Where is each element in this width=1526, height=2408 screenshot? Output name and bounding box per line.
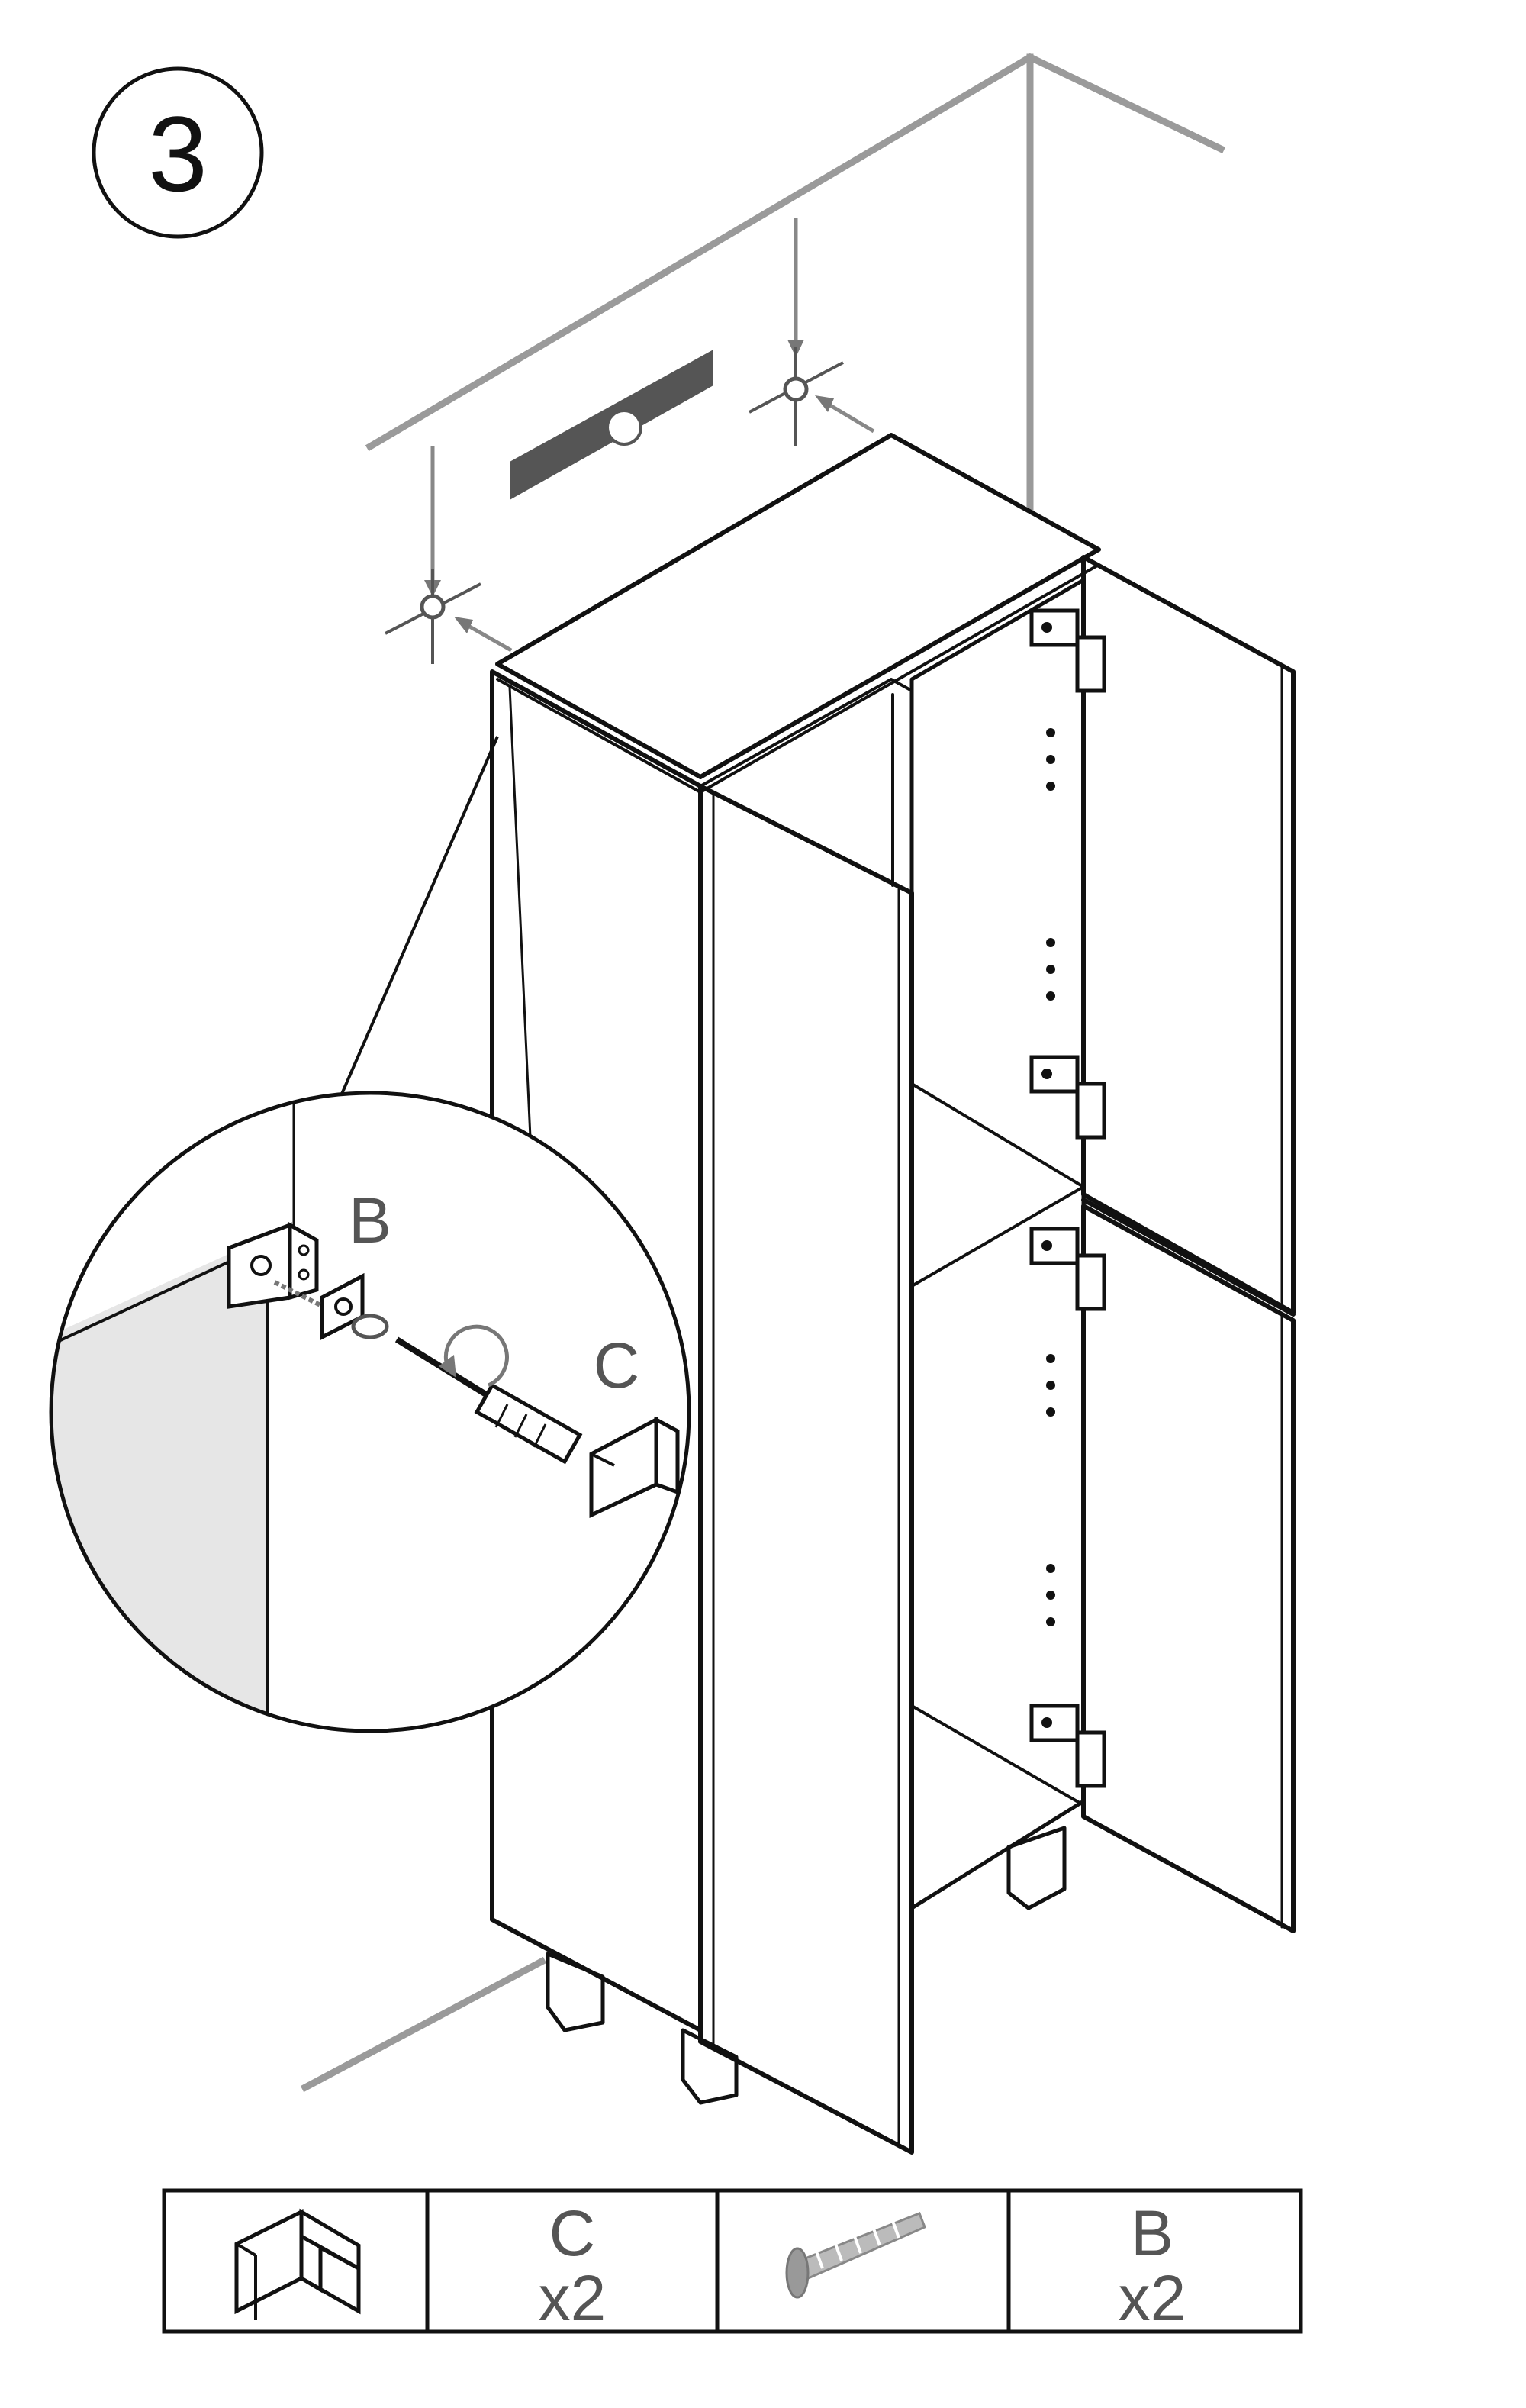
hinge-icon — [1029, 1227, 1106, 1311]
step-badge: 3 — [92, 66, 264, 239]
detail-leader — [338, 736, 499, 1100]
block-c-icon — [589, 1416, 680, 1518]
spirit-level-icon — [510, 350, 713, 500]
rotate-arrow-icon — [443, 1324, 509, 1388]
wall-lines — [300, 53, 1226, 2093]
hinge-icon — [1029, 608, 1106, 693]
bracket-b-icon — [227, 1221, 319, 1309]
drill-mark-left — [385, 446, 513, 664]
cabinet — [490, 433, 1296, 2155]
cabinet-legs — [546, 1826, 1067, 2105]
drill-mark-right — [749, 218, 875, 446]
parts-table: C x2 B x2 — [162, 2188, 1303, 2334]
screw-icon — [785, 2212, 926, 2299]
step-number: 3 — [148, 94, 208, 214]
callout-b: B — [349, 1185, 391, 1256]
part-b-qty: x2 — [1119, 2262, 1186, 2334]
detail-magnifier: B C — [49, 1091, 691, 1733]
callout-c: C — [594, 1330, 640, 1401]
screwdriver-icon — [394, 1336, 583, 1465]
part-b-label: B — [1131, 2197, 1173, 2269]
l-bracket-block-icon — [234, 2208, 361, 2320]
screw-icon — [273, 1280, 389, 1339]
part-c-label: C — [549, 2197, 596, 2269]
shelf-pin-holes — [1046, 728, 1055, 1626]
hinge-icon — [1029, 1704, 1106, 1788]
hinge-icon — [1029, 1055, 1106, 1140]
part-c-qty: x2 — [539, 2262, 607, 2334]
